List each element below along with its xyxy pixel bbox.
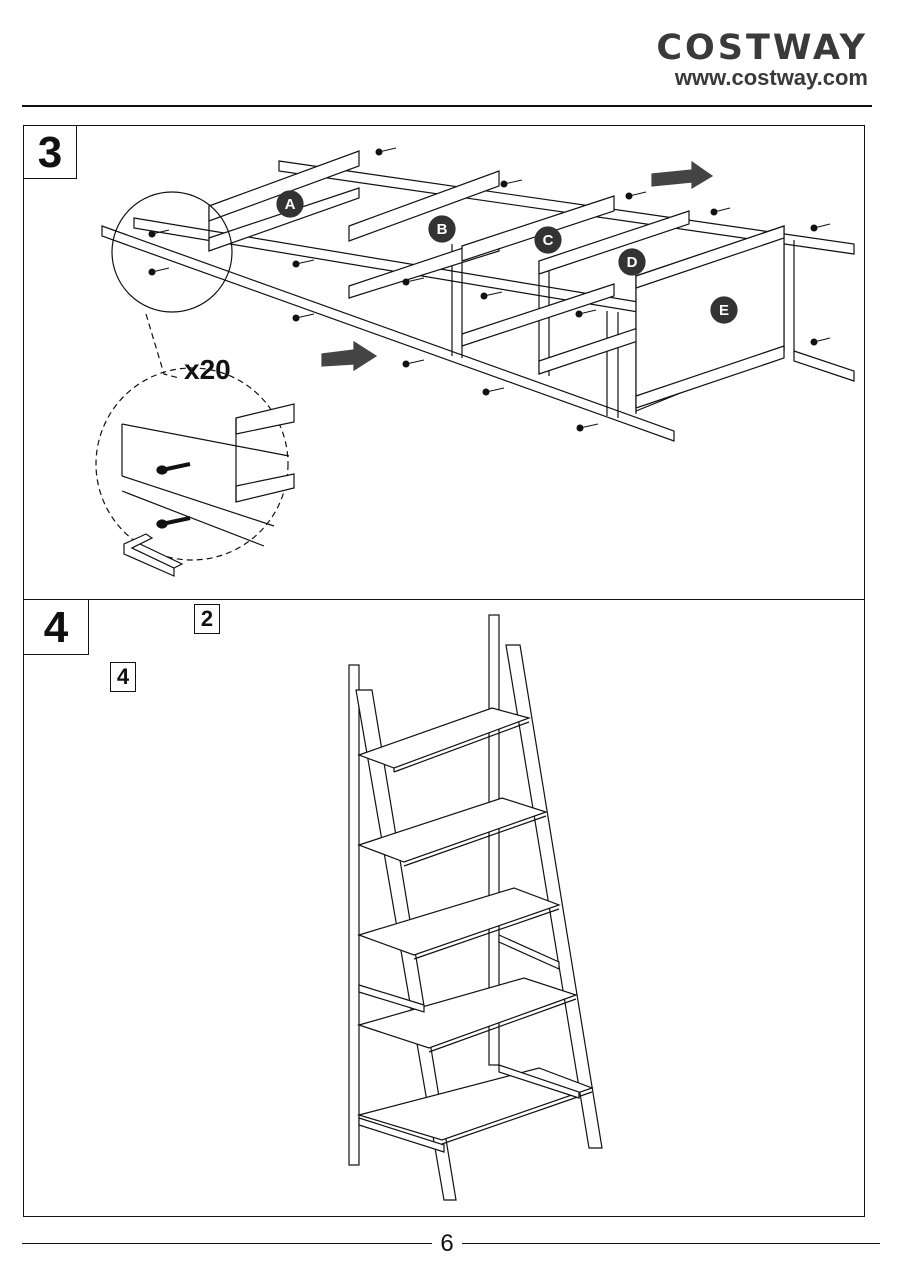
panel-label-c: C — [543, 232, 554, 249]
step-3-panel: 3 — [23, 125, 865, 600]
screw-quantity-label: x20 — [184, 354, 231, 386]
brand-logo-text: COSTWAY — [656, 30, 868, 66]
brand-header: COSTWAY www.costway.com — [656, 30, 868, 90]
page-number: 6 — [432, 1230, 462, 1258]
footer-rule-left — [22, 1243, 432, 1244]
footer-rule-right — [462, 1243, 880, 1244]
step-4-panel: 4 — [23, 599, 865, 1217]
panel-label-b: B — [437, 221, 448, 238]
step-3-illustration: A B C D E — [24, 126, 866, 601]
panel-label-a: A — [285, 196, 296, 213]
panel-label-d: D — [627, 254, 638, 271]
header-divider — [22, 105, 872, 107]
ladder-shelf-illustration — [24, 600, 866, 1218]
brand-url: www.costway.com — [656, 66, 868, 90]
panel-label-e: E — [719, 302, 729, 319]
